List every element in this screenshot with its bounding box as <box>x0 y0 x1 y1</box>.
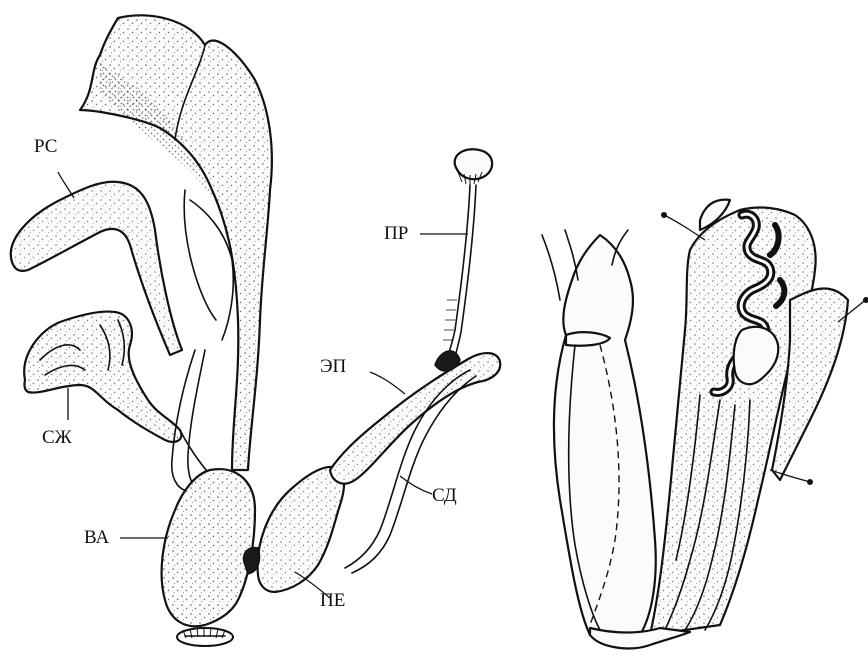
left-figure <box>11 15 500 646</box>
label-szh: СЖ <box>42 428 72 447</box>
label-pe: ПЕ <box>320 591 345 610</box>
left-tube <box>542 230 656 635</box>
label-va: ВА <box>84 528 109 547</box>
label-sd: СД <box>432 486 457 505</box>
right-figure <box>542 200 868 649</box>
genital-opening <box>177 628 233 646</box>
label-rs: РС <box>34 137 57 156</box>
albumen-gland <box>24 312 181 442</box>
vagina-bulb <box>162 469 255 626</box>
retractor <box>435 149 492 371</box>
right-tube <box>650 200 848 635</box>
label-pr: ПР <box>384 224 408 243</box>
v-junction <box>590 628 690 648</box>
epiphallus <box>330 353 500 484</box>
penis <box>243 467 344 592</box>
label-ep: ЭП <box>320 357 346 376</box>
